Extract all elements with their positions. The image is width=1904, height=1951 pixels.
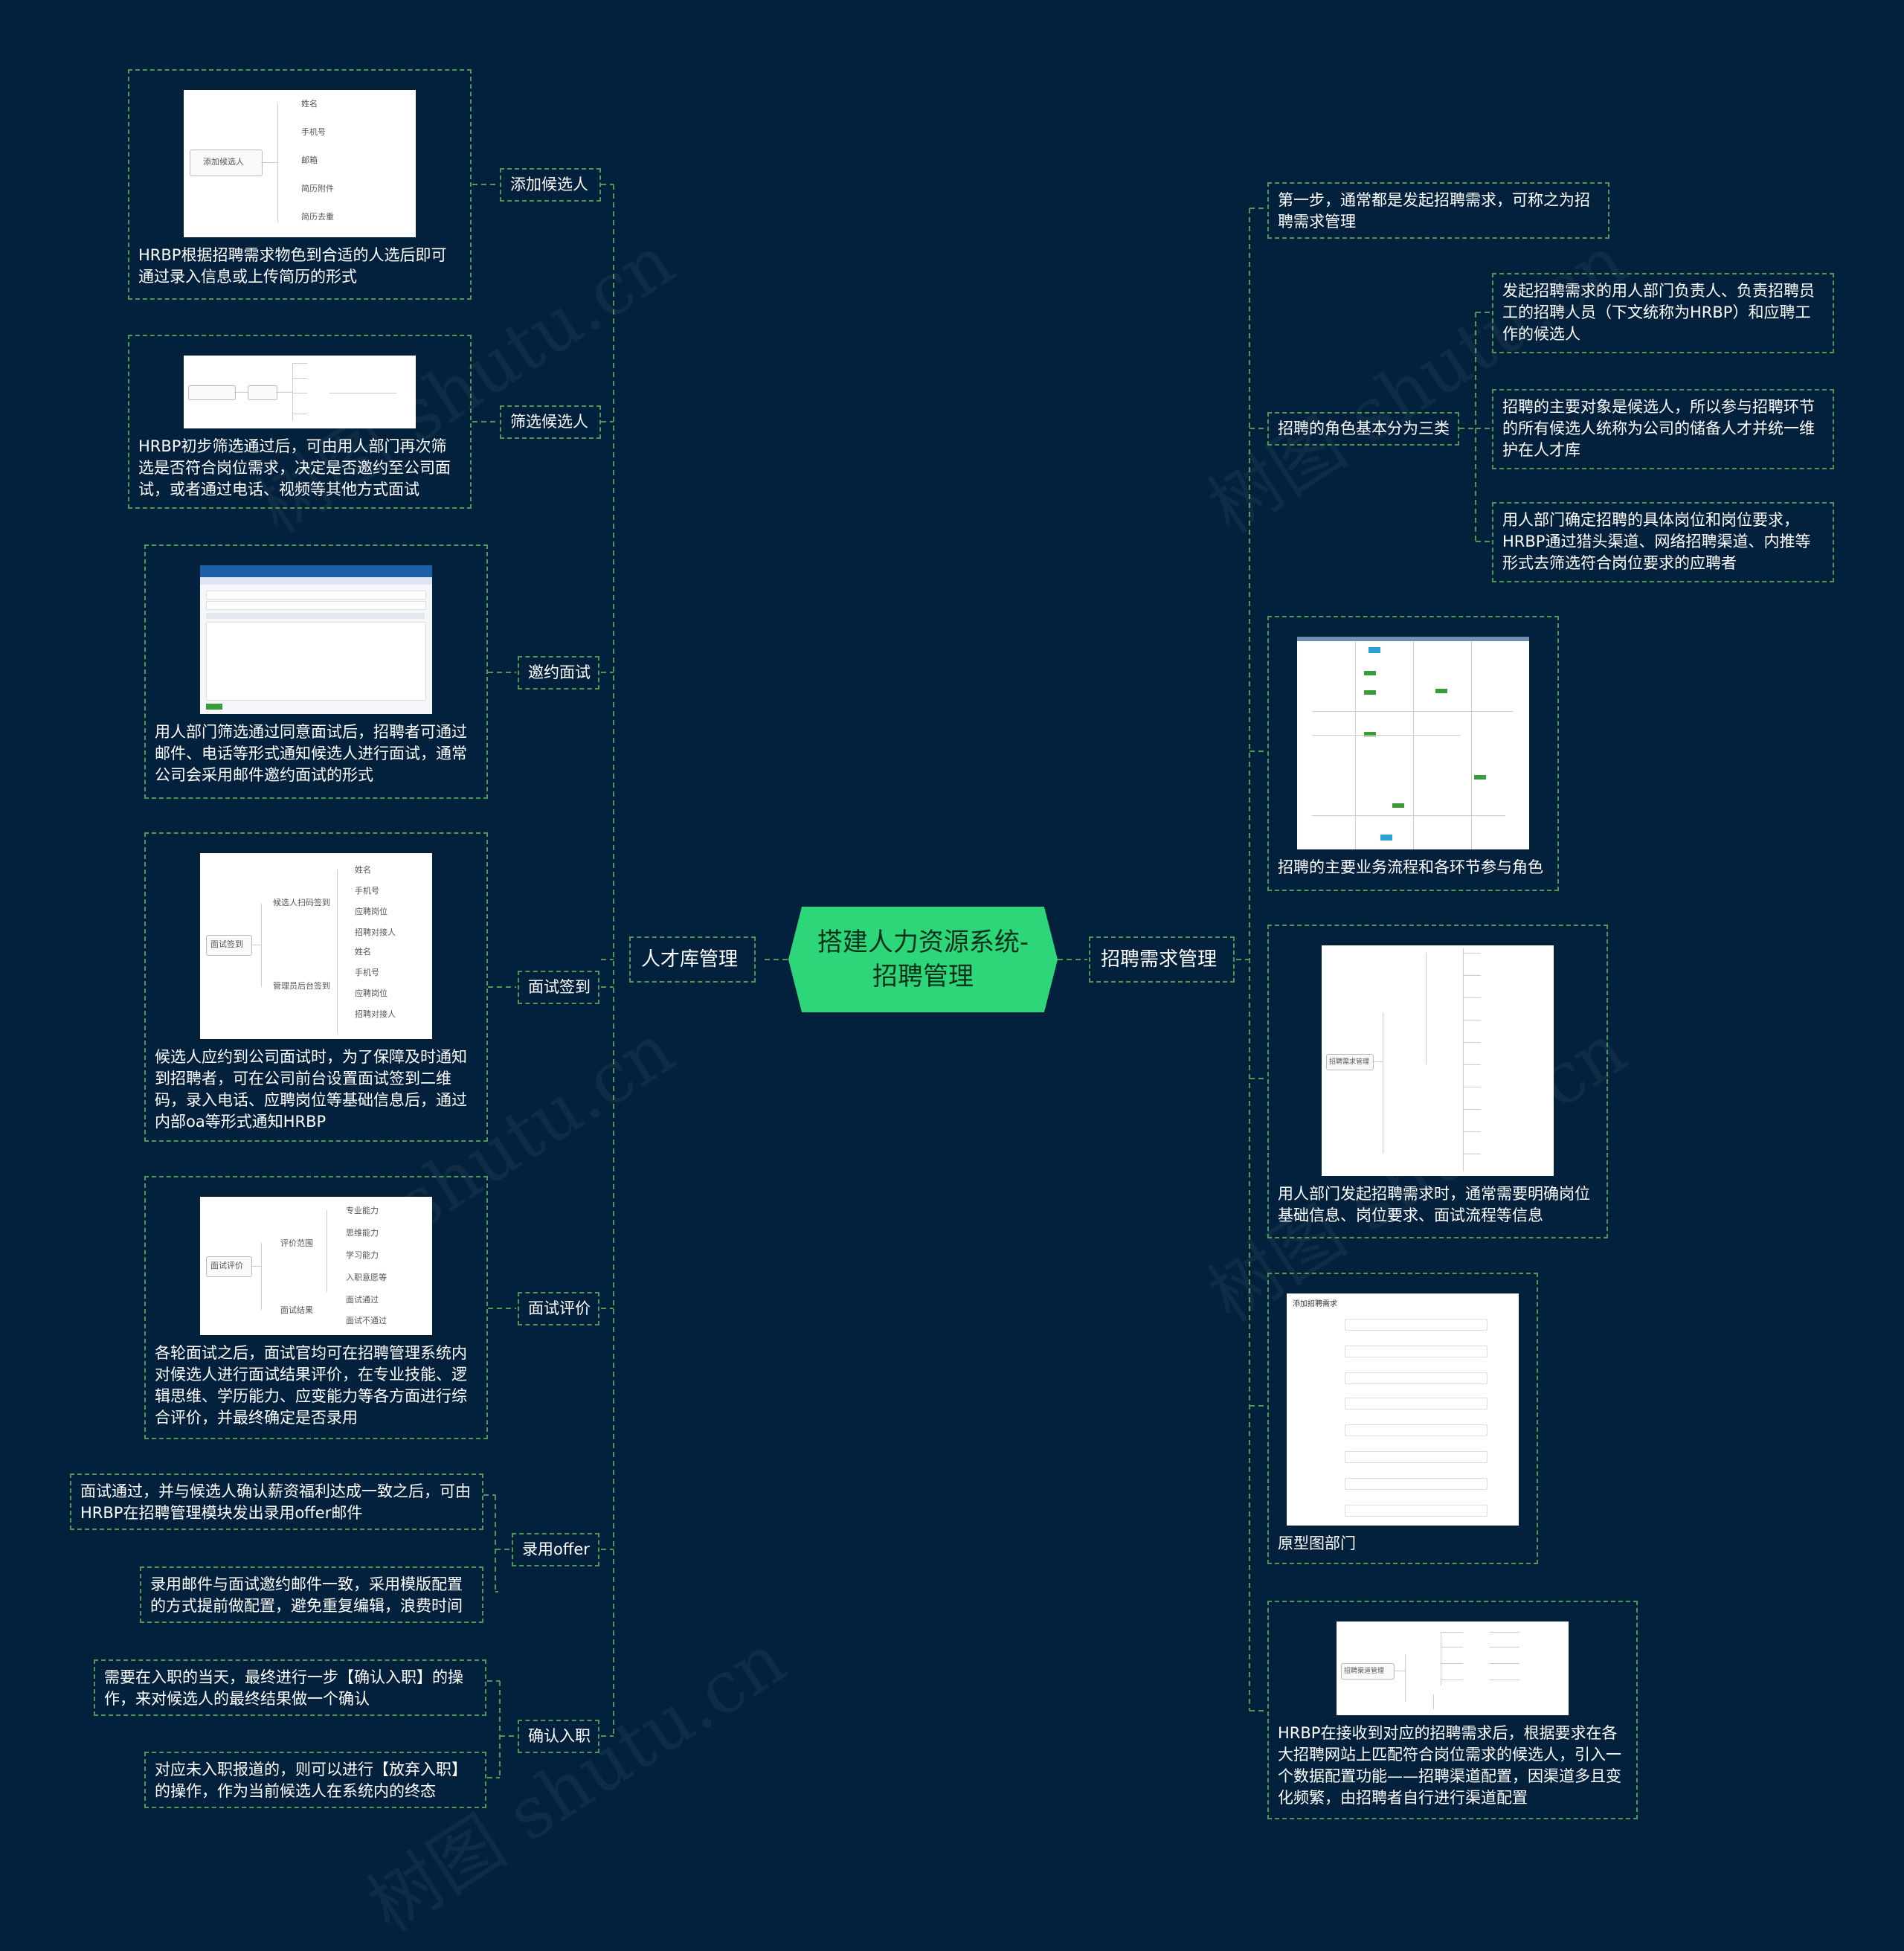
card-demand-info: 招聘需求管理 用人部门发起招聘需求时，通常需要明确岗位基础信息、岗位要求、面试流… <box>1267 925 1608 1238</box>
root-title-line1: 搭建人力资源系统- <box>817 928 1029 957</box>
role-2-text: 招聘的主要对象是候选人，所以参与招聘环节的所有候选人统称为公司的储备人才并统一维… <box>1492 389 1834 469</box>
card-interview-checkin: 面试签到 候选人扫码签到 管理员后台签到 姓名 手机号 应聘岗位 招聘对接人 姓… <box>144 832 488 1142</box>
interview-evaluation-text: 各轮面试之后，面试官均可在招聘管理系统内对候选人进行面试结果评价，在专业技能、逻… <box>155 1344 467 1427</box>
interview-checkin-text: 候选人应约到公司面试时，为了保障及时通知到招聘者，可在公司前台设置面试签到二维码… <box>155 1048 467 1131</box>
card-business-flow: 招聘的主要业务流程和各环节参与角色 <box>1267 616 1559 891</box>
demand-info-text: 用人部门发起招聘需求时，通常需要明确岗位基础信息、岗位要求、面试流程等信息 <box>1278 1185 1590 1224</box>
diagram-demand-management: 招聘需求管理 <box>1322 945 1554 1176</box>
add-candidate-text: HRBP根据招聘需求物色到合适的人选后即可通过录入信息或上传简历的形式 <box>138 246 447 286</box>
topic-offer[interactable]: 录用offer <box>512 1533 599 1566</box>
prototype-text: 原型图部门 <box>1278 1534 1356 1552</box>
root-title-line2: 招聘管理 <box>872 962 974 991</box>
diagram-interview-evaluation: 面试评价 评价范围 面试结果 专业能力 思维能力 学习能力 入职意愿等 面试通过… <box>200 1197 432 1335</box>
card-add-candidate: 添加候选人 姓名 手机号 邮箱 简历附件 简历去重 HRBP根据招聘需求物色到合… <box>128 69 472 300</box>
diagram-screen-candidate <box>184 356 416 428</box>
channel-config-text: HRBP在接收到对应的招聘需求后，根据要求在各大招聘网站上匹配符合岗位需求的候选… <box>1278 1724 1621 1807</box>
prototype-form-screenshot: 添加招聘需求 <box>1287 1293 1519 1526</box>
topic-roles[interactable]: 招聘的角色基本分为三类 <box>1267 412 1459 446</box>
confirm-text-2: 对应未入职报道的，则可以进行【放弃入职】的操作，作为当前候选人在系统内的终态 <box>144 1752 486 1808</box>
connector-lines <box>472 184 1492 1778</box>
topic-interview-checkin[interactable]: 面试签到 <box>518 971 599 1004</box>
confirm-text-1: 需要在入职的当天，最终进行一步【确认入职】的操作，来对候选人的最终结果做一个确认 <box>94 1659 486 1716</box>
diagram-channel-management: 招聘渠道管理 <box>1337 1621 1569 1715</box>
diagram-add-candidate: 添加候选人 姓名 手机号 邮箱 简历附件 简历去重 <box>184 90 416 237</box>
branch-talent-pool[interactable]: 人才库管理 <box>629 936 756 983</box>
card-invite-interview: 用人部门筛选通过同意面试后，招聘者可通过邮件、电话等形式通知候选人进行面试，通常… <box>144 544 488 799</box>
card-prototype: 添加招聘需求 原型图部门 <box>1267 1273 1538 1564</box>
branch-recruit-demand[interactable]: 招聘需求管理 <box>1089 936 1235 983</box>
business-flow-text: 招聘的主要业务流程和各环节参与角色 <box>1278 858 1543 876</box>
topic-invite-interview[interactable]: 邀约面试 <box>518 656 599 690</box>
diagram-interview-checkin: 面试签到 候选人扫码签到 管理员后台签到 姓名 手机号 应聘岗位 招聘对接人 姓… <box>200 853 432 1039</box>
topic-screen-candidate[interactable]: 筛选候选人 <box>500 405 601 439</box>
screen-candidate-text: HRBP初步筛选通过后，可由用人部门再次筛选是否符合岗位需求，决定是否邀约至公司… <box>138 437 451 498</box>
card-interview-evaluation: 面试评价 评价范围 面试结果 专业能力 思维能力 学习能力 入职意愿等 面试通过… <box>144 1176 488 1439</box>
root-node[interactable]: 搭建人力资源系统- 招聘管理 <box>788 907 1058 1012</box>
offer-text-2: 录用邮件与面试邀约邮件一致，采用模版配置的方式提前做配置，避免重复编辑，浪费时间 <box>140 1566 483 1623</box>
step1-text: 第一步，通常都是发起招聘需求，可称之为招聘需求管理 <box>1267 182 1609 239</box>
offer-text-1: 面试通过，并与候选人确认薪资福利达成一致之后，可由HRBP在招聘管理模块发出录用… <box>70 1473 483 1530</box>
mindmap-canvas: 树图 shutu.cn 树图 shutu.cn 树图 shutu.cn 树图 s… <box>70 69 1834 1947</box>
topic-add-candidate[interactable]: 添加候选人 <box>500 168 601 202</box>
topic-confirm-onboarding[interactable]: 确认入职 <box>518 1720 599 1753</box>
card-channel-config: 招聘渠道管理 HRBP在接收到对应的招聘需求后，根据要求在各大招聘网站上匹配符合… <box>1267 1601 1638 1819</box>
invite-interview-text: 用人部门筛选通过同意面试后，招聘者可通过邮件、电话等形式通知候选人进行面试，通常… <box>155 723 467 784</box>
email-screenshot <box>200 565 432 714</box>
flowchart-screenshot <box>1297 637 1529 849</box>
role-3-text: 用人部门确定招聘的具体岗位和岗位要求，HRBP通过猎头渠道、网络招聘渠道、内推等… <box>1492 502 1834 582</box>
topic-interview-evaluation[interactable]: 面试评价 <box>518 1292 599 1325</box>
card-screen-candidate: HRBP初步筛选通过后，可由用人部门再次筛选是否符合岗位需求，决定是否邀约至公司… <box>128 335 472 509</box>
role-1-text: 发起招聘需求的用人部门负责人、负责招聘员工的招聘人员（下文统称为HRBP）和应聘… <box>1492 273 1834 353</box>
